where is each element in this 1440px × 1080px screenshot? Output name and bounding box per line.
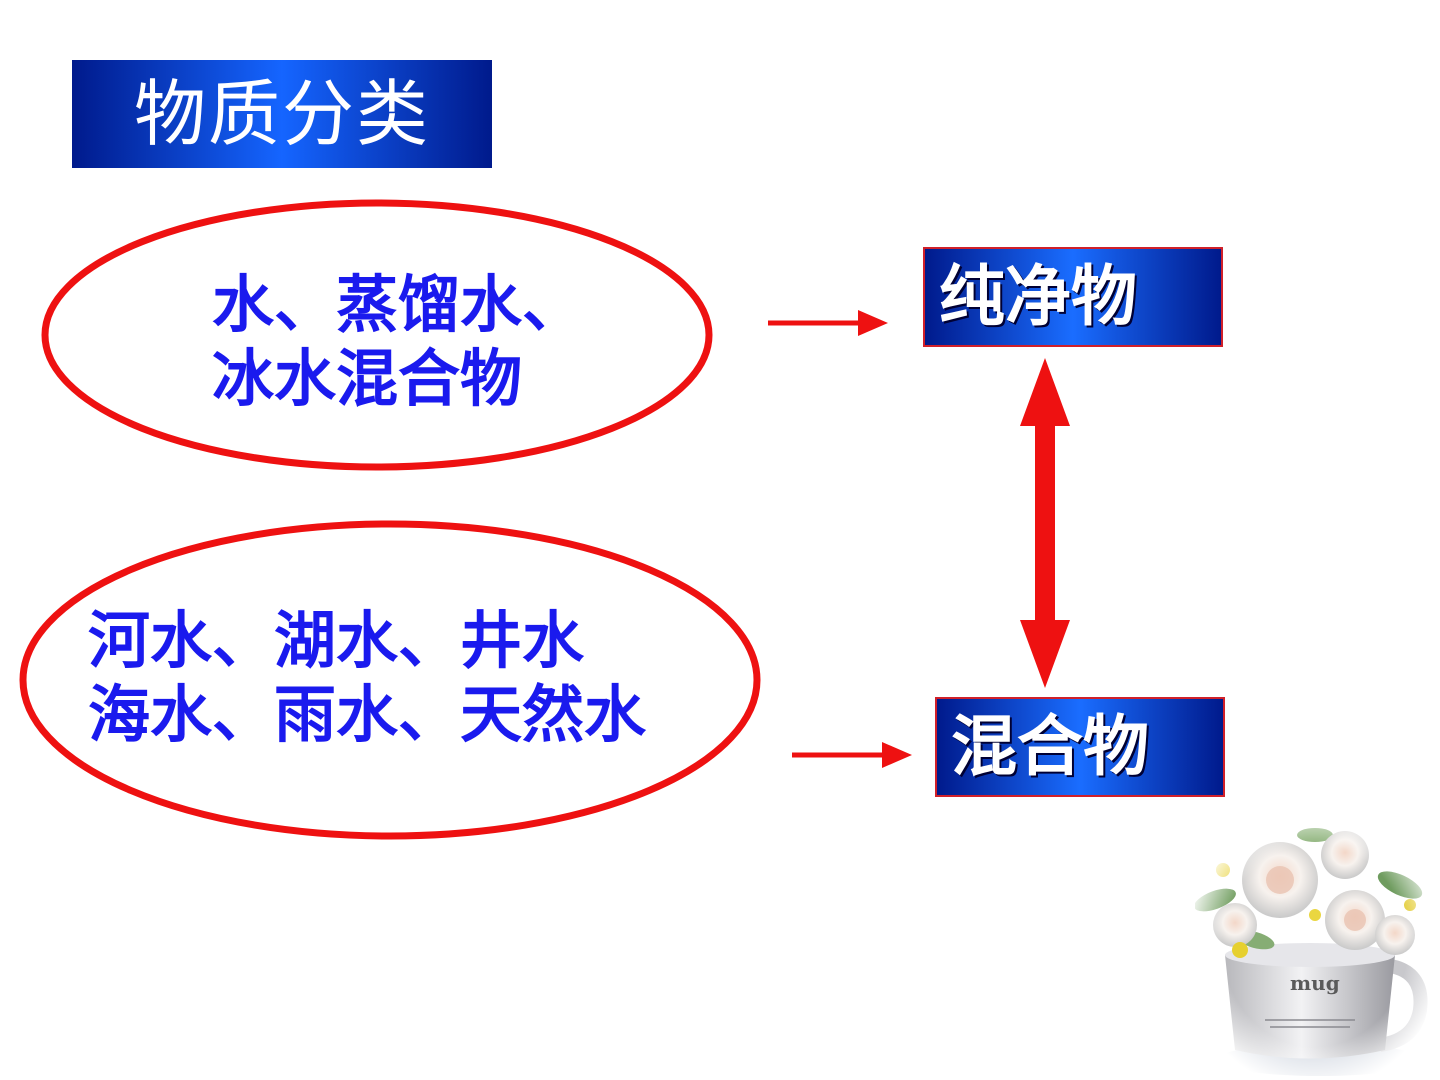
mixture-examples-ellipse (19, 520, 761, 840)
double-arrow (1020, 358, 1070, 688)
pure-examples-ellipse (41, 199, 713, 471)
arrow-to-mixture (792, 742, 912, 768)
arrow-to-pure (768, 310, 888, 336)
mixture-box: 混合物 (935, 697, 1225, 797)
mixture-example-line-2: 海水、雨水、天然水 (88, 678, 647, 751)
pure-examples: 水、蒸馏水、 冰水混合物 (212, 268, 584, 416)
mixture-example-line-1: 河水、湖水、井水 (88, 604, 585, 677)
pure-example-line-1: 水、蒸馏水、 (212, 268, 585, 341)
page-title: 物质分类 (72, 60, 492, 168)
pure-substance-box: 纯净物 (923, 247, 1223, 347)
flower-mug-image: mug (1195, 815, 1435, 1077)
pure-example-line-2: 冰水混合物 (212, 342, 523, 415)
mixture-examples: 河水、湖水、井水 海水、雨水、天然水 (88, 604, 646, 752)
